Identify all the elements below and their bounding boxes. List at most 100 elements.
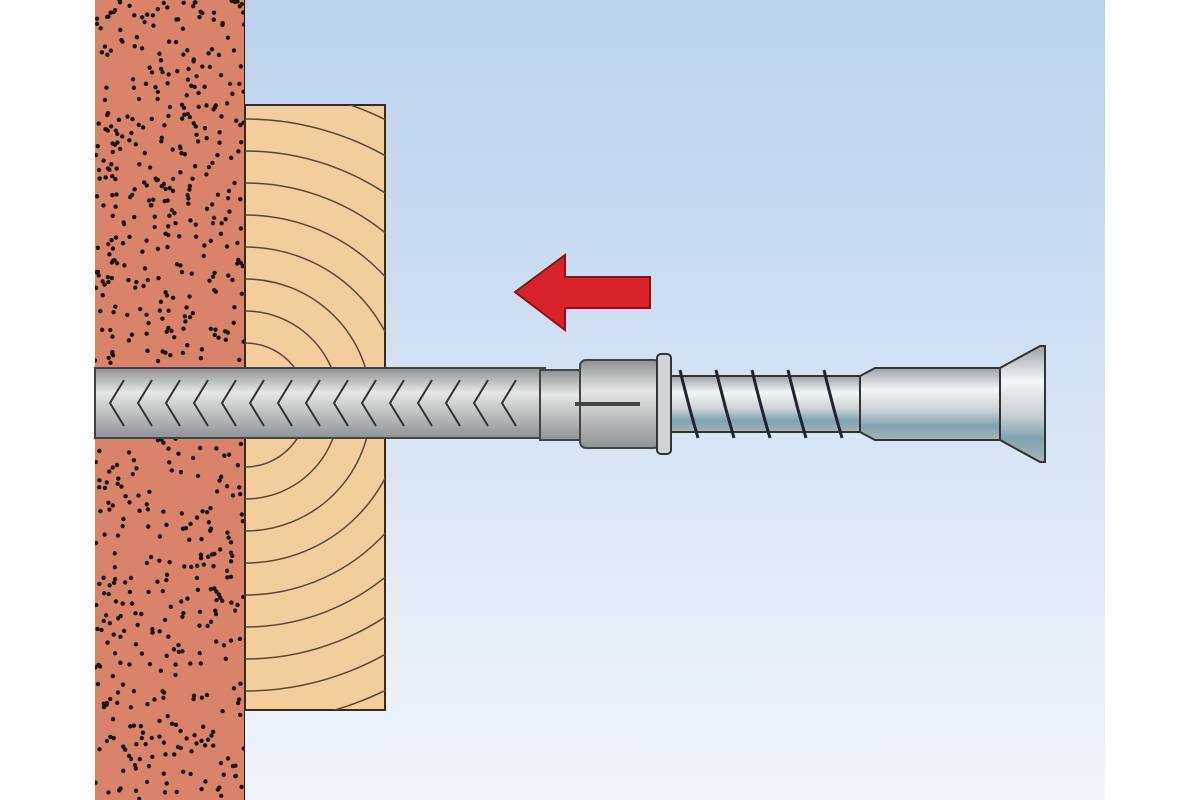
brick-dot (169, 721, 175, 727)
brick-dot (123, 493, 128, 499)
brick-dot (170, 295, 176, 301)
brick-dot (218, 72, 224, 78)
brick-dot (214, 446, 219, 451)
brick-dot (181, 769, 186, 774)
brick-dot (111, 309, 116, 315)
barb (108, 379, 125, 427)
brick-dot (171, 176, 176, 182)
brick-dot (137, 756, 143, 762)
brick-dot (107, 167, 112, 173)
brick-dot (229, 0, 234, 4)
brick-dot (98, 308, 103, 314)
brick-dot (195, 139, 201, 144)
brick-dot (202, 84, 207, 90)
brick-dot (175, 744, 181, 750)
brick-dot (194, 74, 199, 79)
brick-dot (146, 320, 151, 326)
brick-dot (215, 192, 221, 197)
brick-dot (226, 273, 231, 278)
brick-dot (160, 316, 165, 321)
brick-dot (191, 57, 197, 62)
brick-dot (95, 459, 98, 465)
brick-dot (207, 528, 213, 533)
brick-dot (217, 130, 222, 135)
brick-dot (193, 222, 198, 227)
brick-dot (95, 626, 100, 632)
barb (500, 379, 517, 427)
brick-dot (132, 285, 138, 290)
brick-dot (178, 728, 183, 734)
brick-dot (131, 457, 137, 463)
brick-dot (185, 342, 190, 348)
brick-dot (183, 525, 189, 531)
brick-dot (167, 104, 173, 110)
brick-dot (208, 619, 214, 625)
brick-dot (140, 249, 145, 254)
brick-dot (95, 681, 101, 687)
brick-dot (120, 601, 125, 606)
brick-dot (198, 355, 204, 361)
brick-dot (217, 140, 222, 145)
brick-dot (211, 10, 217, 15)
brick-dot (182, 112, 187, 117)
brick-dot (128, 575, 134, 581)
brick-dot (100, 279, 105, 284)
brick-dot (166, 446, 171, 451)
brick-dot (132, 762, 138, 768)
brick-dot (225, 530, 230, 535)
brick-dot (95, 21, 100, 27)
brick-dot (95, 143, 100, 149)
brick-dot (223, 656, 229, 661)
brick-dot (151, 23, 156, 28)
brick-dot (161, 695, 166, 701)
brick-dot (204, 692, 210, 698)
brick-dot (121, 768, 126, 773)
brick-dot (219, 114, 224, 119)
brick-dot (120, 39, 125, 44)
brick-dot (123, 580, 128, 585)
brick-dot (101, 575, 106, 581)
brick-dot (218, 595, 223, 600)
brick-dot (221, 643, 227, 648)
brick-dot (121, 220, 126, 225)
brick-dot (118, 660, 123, 665)
brick-dot (228, 155, 234, 161)
brick-dot (101, 704, 107, 710)
brick-dot (228, 574, 234, 580)
brick-dot (179, 116, 185, 121)
brick-dot (105, 112, 110, 118)
brick-dot (176, 649, 182, 655)
brick-dot (138, 723, 144, 729)
brick-dot (155, 438, 161, 443)
brick-dot (225, 756, 231, 761)
brick-dot (106, 242, 111, 247)
brick-dot (108, 10, 113, 15)
brick-dot (144, 238, 149, 243)
brick-dot (161, 690, 167, 695)
brick-dot (212, 332, 217, 338)
brick-dot (167, 213, 172, 218)
brick-dot (240, 518, 245, 524)
brick-dot (201, 562, 207, 567)
brick-dot (228, 540, 234, 545)
brick-dot (114, 166, 119, 171)
brick-dot (164, 329, 169, 334)
brick-dot (216, 335, 221, 340)
brick-dot (230, 493, 236, 498)
barb (388, 379, 405, 427)
brick-dot (231, 686, 237, 691)
brick-dot (136, 493, 141, 498)
brick-dot (223, 337, 229, 343)
brick-dot (192, 163, 198, 169)
brick-dot (226, 535, 231, 540)
brick-dot (108, 327, 113, 333)
brick-dot (155, 246, 161, 252)
brick-dot (191, 696, 196, 702)
brick-dot (129, 601, 135, 606)
brick-dot (188, 661, 193, 666)
brick-dot (223, 216, 228, 222)
brick-dot (211, 743, 216, 748)
brick-dot (169, 207, 175, 213)
brick-dot (162, 790, 168, 795)
brick-dot (162, 123, 167, 128)
